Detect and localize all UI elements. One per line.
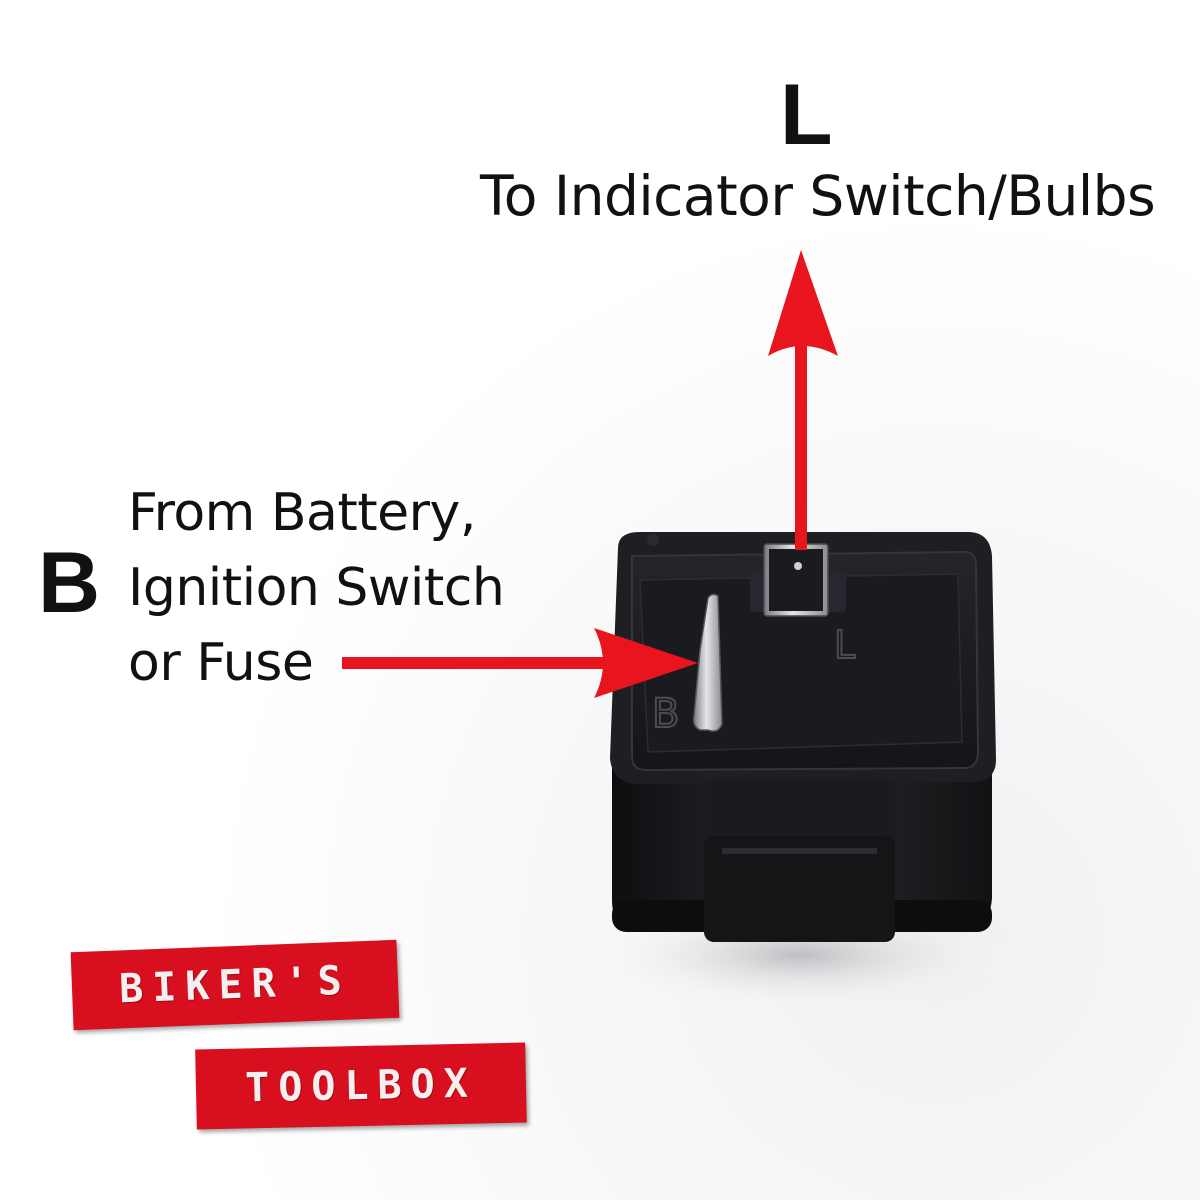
- terminal-b-letter: B: [38, 535, 101, 631]
- terminal-b-description: From Battery, Ignition Switch or Fuse: [128, 476, 505, 701]
- arrow-right-head: [594, 628, 698, 698]
- terminal-b-line-1: From Battery,: [128, 483, 476, 543]
- terminal-b-line-2: Ignition Switch: [128, 558, 505, 618]
- arrow-right-shaft: [342, 657, 622, 669]
- terminal-l-description: To Indicator Switch/Bulbs: [480, 164, 1156, 228]
- arrow-from-battery: [342, 628, 698, 698]
- terminal-b-line-3: or Fuse: [128, 633, 314, 693]
- logo-tape-bikers: BIKER'S: [70, 939, 400, 1031]
- l-terminal-hole: [794, 562, 802, 570]
- logo-text-toolbox: TOOLBOX: [244, 1060, 478, 1112]
- relay-embossed-l: L: [834, 623, 855, 667]
- relay-rim-bump: [647, 534, 659, 546]
- terminal-l-letter: L: [780, 67, 833, 163]
- arrow-to-indicator: [768, 250, 838, 550]
- logo-tape-toolbox: TOOLBOX: [195, 1042, 527, 1130]
- arrow-up-head: [768, 250, 838, 356]
- b-terminal-pin: [692, 593, 723, 732]
- relay-embossed-b: B: [652, 691, 679, 737]
- l-terminal-pin-inner: [769, 549, 823, 611]
- logo-text-bikers: BIKER'S: [118, 957, 352, 1013]
- mounting-tab-highlight: [722, 848, 877, 854]
- mounting-tab-face: [704, 836, 895, 942]
- arrow-up-shaft: [795, 300, 807, 550]
